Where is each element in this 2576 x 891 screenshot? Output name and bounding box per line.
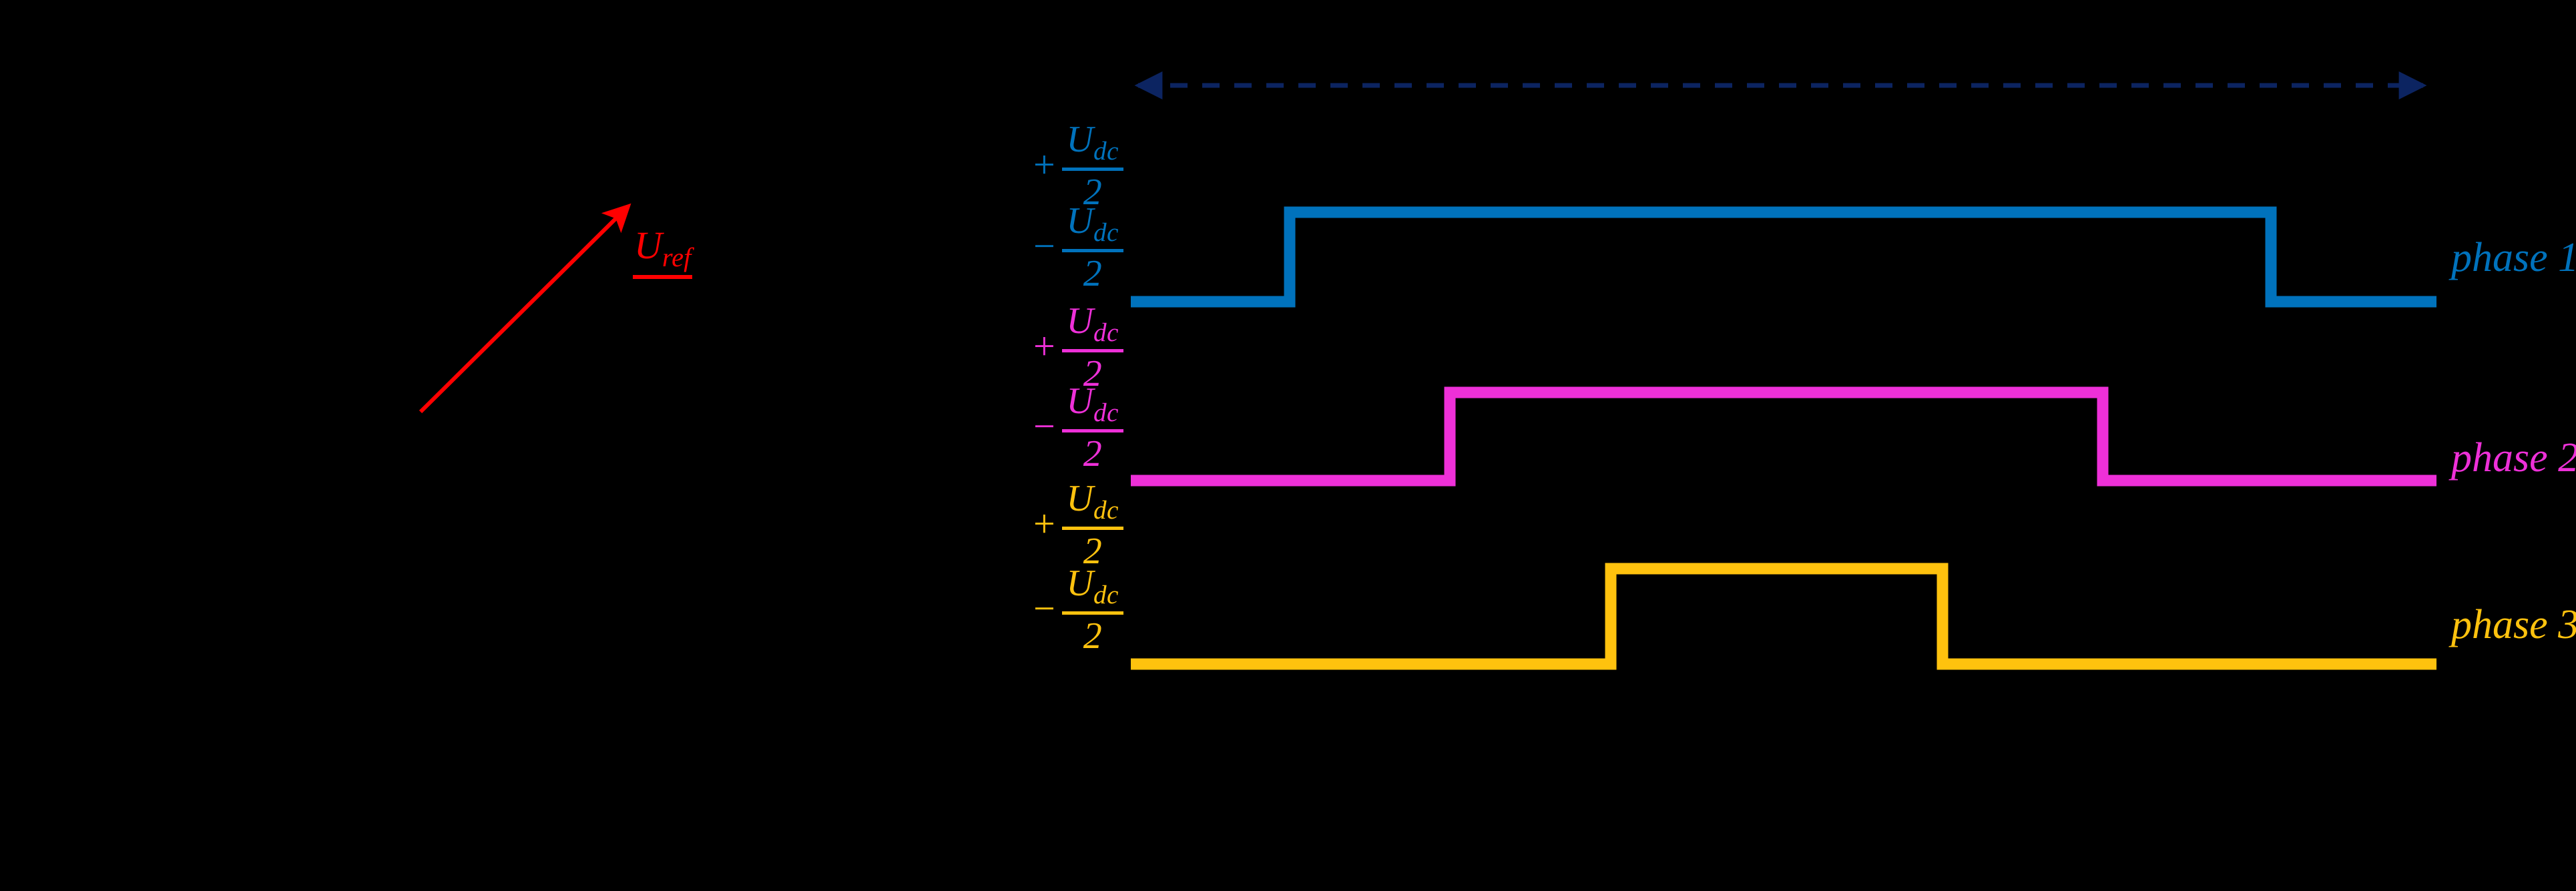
fraction-bar [1061, 428, 1123, 432]
fraction-bar [1061, 248, 1123, 252]
fraction-udc-over-2: Udc 2 [1061, 382, 1123, 473]
reference-vector-arrow [419, 203, 631, 414]
fraction-bar [1061, 611, 1123, 615]
fraction-udc-over-2: Udc 2 [1061, 564, 1123, 655]
fraction-udc-over-2: Udc 2 [1061, 302, 1123, 393]
phase-2-name-label: phase 2 [2451, 435, 2576, 481]
phase-1-upper-level-label: + Udc 2 [1033, 120, 1123, 212]
phase-1-lower-level-label: − Udc 2 [1033, 202, 1123, 293]
uref-underline [633, 274, 693, 279]
fraction-udc-over-2: Udc 2 [1061, 120, 1123, 212]
phase-2-waveform [1131, 386, 2436, 487]
phase-1-waveform [1131, 206, 2436, 308]
fraction-bar [1061, 167, 1123, 171]
fraction-bar [1061, 526, 1123, 530]
phase-3-lower-level-label: − Udc 2 [1033, 564, 1123, 655]
phase-2-lower-level-label: − Udc 2 [1033, 382, 1123, 473]
uref-label-text: Uref [634, 224, 692, 273]
phase-3-waveform [1131, 563, 2436, 670]
phase-3-upper-level-label: + Udc 2 [1033, 479, 1123, 571]
fraction-udc-over-2: Udc 2 [1061, 479, 1123, 571]
phase-2-upper-level-label: + Udc 2 [1033, 302, 1123, 393]
phase-3-name-label: phase 3 [2451, 602, 2576, 647]
fraction-bar [1061, 348, 1123, 352]
reference-vector-label: Uref [633, 224, 693, 279]
fraction-udc-over-2: Udc 2 [1061, 202, 1123, 293]
phase-1-name-label: phase 1 [2451, 235, 2576, 280]
